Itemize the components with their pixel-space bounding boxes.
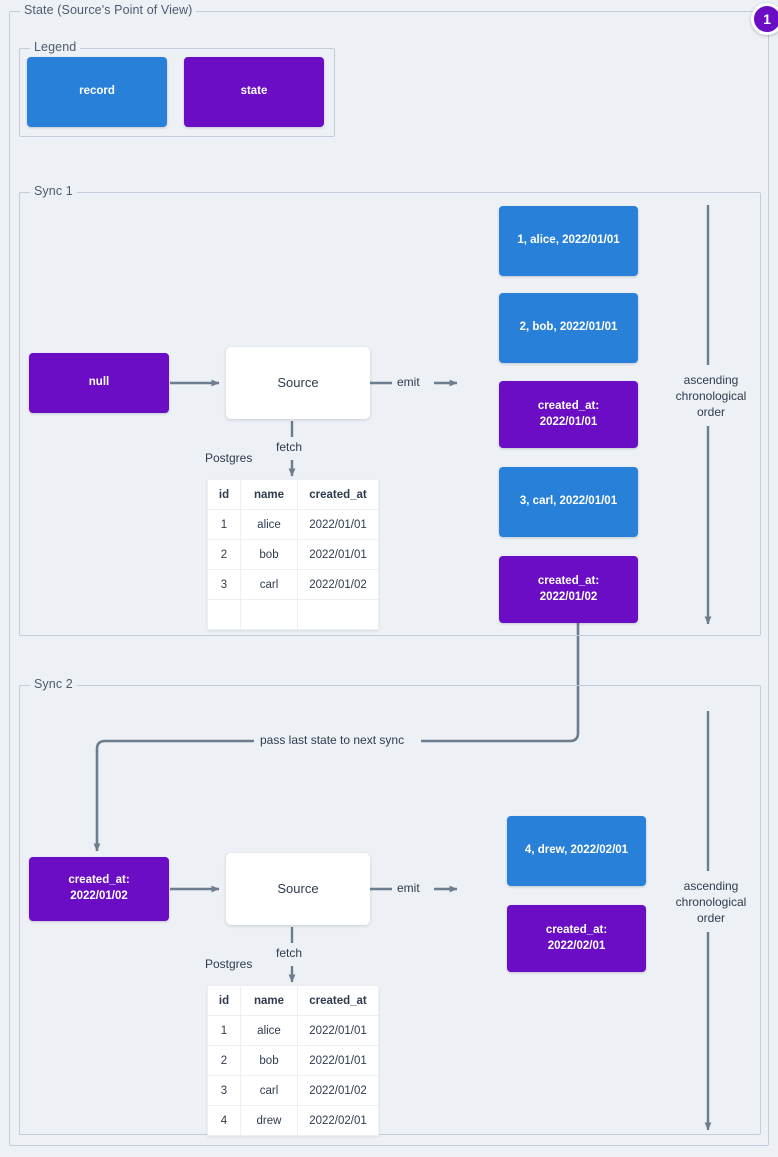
pass-last-state-label: pass last state to next sync	[257, 733, 408, 747]
sync1-label: Sync 1	[30, 184, 77, 198]
sync2-emitted-1-line1: created_at:	[545, 923, 608, 936]
cell-created-at: 2022/01/01	[297, 539, 379, 570]
cell-name: carl	[240, 1075, 298, 1106]
sync1-emitted-0-label: 1, alice, 2022/01/01	[517, 234, 620, 247]
sync2-emitted-1: created_at: 2022/02/01	[507, 905, 646, 972]
sync2-emitted-0: 4, drew, 2022/02/01	[507, 816, 646, 886]
cell-name: bob	[240, 1045, 298, 1076]
sync1-emitted-4-line2: 2022/01/02	[539, 590, 598, 603]
sync2-input-state-line1: created_at:	[68, 874, 130, 887]
sync1-db-label: Postgres	[205, 451, 253, 465]
sync1-fetch-label: fetch	[273, 440, 306, 454]
cell-id	[207, 599, 241, 630]
sync1-postgres-table: id name created_at 1 alice 2022/01/01 2 …	[207, 479, 379, 630]
sync2-table-header-row: id name created_at	[207, 985, 379, 1016]
sync1-emitted-2-line1: created_at:	[537, 399, 600, 412]
sync1-emitted-4: created_at: 2022/01/02	[499, 556, 638, 623]
sync1-order-label: ascending chronological order	[662, 372, 760, 421]
cell-created-at: 2022/01/01	[297, 1045, 379, 1076]
cell-created-at: 2022/01/02	[297, 1075, 379, 1106]
step-badge[interactable]: 1	[751, 3, 778, 35]
legend-swatch-state: state	[184, 57, 324, 127]
sync1-emitted-2-line2: 2022/01/01	[539, 415, 598, 428]
legend-swatch-state-label: state	[240, 85, 268, 98]
table-row: 1 alice 2022/01/01	[207, 1015, 379, 1046]
legend-swatch-record-label: record	[79, 85, 115, 98]
cell-id: 2	[207, 1045, 241, 1076]
cell-id: 4	[207, 1105, 241, 1136]
cell-name: alice	[240, 509, 298, 540]
sync1-emitted-1-label: 2, bob, 2022/01/01	[519, 321, 618, 334]
sync1-table-header-row: id name created_at	[207, 479, 379, 510]
cell-name: alice	[240, 1015, 298, 1046]
outer-frame-label: State (Source's Point of View)	[20, 3, 197, 17]
legend-label: Legend	[30, 40, 81, 54]
outer-frame: State (Source's Point of View)	[9, 3, 769, 1146]
sync1-col-id: id	[207, 479, 241, 510]
cell-id: 2	[207, 539, 241, 570]
cell-created-at: 2022/02/01	[297, 1105, 379, 1136]
sync1-input-state: null	[29, 353, 169, 413]
cell-name: bob	[240, 539, 298, 570]
cell-id: 3	[207, 569, 241, 600]
cell-name: drew	[240, 1105, 298, 1136]
sync1-col-created-at: created_at	[297, 479, 379, 510]
sync2-col-created-at: created_at	[297, 985, 379, 1016]
sync1-emitted-3: 3, carl, 2022/01/01	[499, 467, 638, 537]
sync1-emitted-2: created_at: 2022/01/01	[499, 381, 638, 448]
table-row	[207, 599, 379, 630]
cell-created-at: 2022/01/02	[297, 569, 379, 600]
sync1-col-name: name	[240, 479, 298, 510]
sync2-postgres-table: id name created_at 1 alice 2022/01/01 2 …	[207, 985, 379, 1136]
sync2-db-label: Postgres	[205, 957, 253, 971]
sync2-frame: Sync 2	[19, 677, 761, 1135]
table-row: 2 bob 2022/01/01	[207, 539, 379, 570]
sync1-emitted-1: 2, bob, 2022/01/01	[499, 293, 638, 363]
sync2-emitted-1-line2: 2022/02/01	[547, 939, 606, 952]
sync2-col-id: id	[207, 985, 241, 1016]
table-row: 3 carl 2022/01/02	[207, 1075, 379, 1106]
legend-frame: Legend	[19, 40, 335, 137]
sync2-fetch-label: fetch	[273, 946, 306, 960]
sync2-emitted-0-label: 4, drew, 2022/02/01	[524, 844, 629, 857]
sync1-emitted-4-line1: created_at:	[537, 574, 600, 587]
cell-created-at	[297, 599, 379, 630]
sync2-source-label: Source	[277, 881, 319, 897]
cell-id: 1	[207, 509, 241, 540]
sync2-label: Sync 2	[30, 677, 77, 691]
step-badge-label: 1	[763, 11, 771, 27]
sync2-input-state: created_at: 2022/01/02	[29, 857, 169, 921]
sync1-source-label: Source	[277, 375, 319, 391]
table-row: 2 bob 2022/01/01	[207, 1045, 379, 1076]
sync2-col-name: name	[240, 985, 298, 1016]
sync2-source-node: Source	[226, 853, 370, 925]
sync2-input-state-line2: 2022/01/02	[70, 890, 128, 902]
sync1-frame: Sync 1	[19, 184, 761, 636]
table-row: 1 alice 2022/01/01	[207, 509, 379, 540]
sync1-emit-label: emit	[394, 375, 423, 389]
sync2-order-label: ascending chronological order	[662, 878, 760, 927]
sync1-emitted-0: 1, alice, 2022/01/01	[499, 206, 638, 276]
legend-swatch-record: record	[27, 57, 167, 127]
cell-created-at: 2022/01/01	[297, 509, 379, 540]
sync1-emitted-3-label: 3, carl, 2022/01/01	[519, 495, 618, 508]
cell-created-at: 2022/01/01	[297, 1015, 379, 1046]
sync1-input-state-label: null	[88, 376, 110, 389]
cell-name	[240, 599, 298, 630]
cell-name: carl	[240, 569, 298, 600]
cell-id: 1	[207, 1015, 241, 1046]
cell-id: 3	[207, 1075, 241, 1106]
sync1-source-node: Source	[226, 347, 370, 419]
table-row: 4 drew 2022/02/01	[207, 1105, 379, 1136]
sync2-emit-label: emit	[394, 881, 423, 895]
table-row: 3 carl 2022/01/02	[207, 569, 379, 600]
